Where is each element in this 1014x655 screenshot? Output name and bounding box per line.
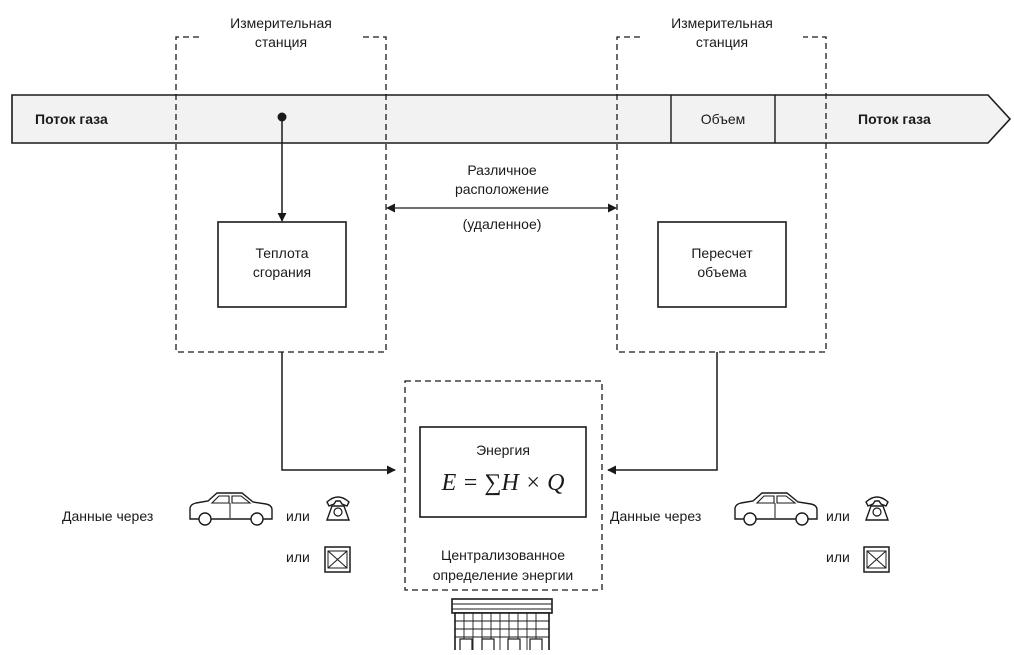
data-via-label-left: Данные через xyxy=(62,508,153,524)
data-via-label-right: Данные через xyxy=(610,508,701,524)
or-label-right-2: или xyxy=(826,549,850,565)
central-caption-line1: Централизованное xyxy=(441,547,565,563)
energy-title: Энергия xyxy=(476,442,530,458)
mail-icon xyxy=(863,546,890,573)
building-icon xyxy=(451,598,553,652)
measuring-station-right: Измерительная станция Пересчет объема xyxy=(616,15,827,353)
or-label-right-1: или xyxy=(826,508,850,524)
central-caption-line2: определение энергии xyxy=(433,567,574,583)
car-icon xyxy=(734,492,818,526)
telephone-icon xyxy=(865,496,889,521)
measuring-station-left: Измерительная станция Теплота сгорания xyxy=(175,15,387,353)
distance-line3: (удаленное) xyxy=(463,216,542,232)
distance-annotation: Различное расположение (удаленное) xyxy=(386,162,617,232)
energy-formula: E = ∑H × Q xyxy=(441,470,565,496)
or-label-left-1: или xyxy=(286,508,310,524)
station-left-title-line2: станция xyxy=(255,34,307,50)
distance-line2: расположение xyxy=(455,181,549,197)
heat-box-line1: Теплота xyxy=(256,245,309,261)
volume-to-energy-arrow xyxy=(607,352,718,475)
volume-box-line2: объема xyxy=(697,264,747,280)
telephone-icon xyxy=(326,496,350,521)
data-transfer-right: Данные через или или xyxy=(610,492,890,573)
car-icon xyxy=(189,492,273,526)
gas-flow-label-right: Поток газа xyxy=(858,111,931,127)
volume-box-line1: Пересчет xyxy=(691,245,753,261)
sample-point xyxy=(277,112,287,122)
mail-icon xyxy=(324,546,351,573)
data-transfer-left: Данные через или или xyxy=(62,492,351,573)
station-left-title-line1: Измерительная xyxy=(230,15,332,31)
or-label-left-2: или xyxy=(286,549,310,565)
energy-box xyxy=(419,426,587,518)
station-right-title-line2: станция xyxy=(696,34,748,50)
distance-line1: Различное xyxy=(467,162,537,178)
gas-flow-label-left: Поток газа xyxy=(35,111,108,127)
volume-conversion-box xyxy=(657,221,787,308)
gas-pipe: Поток газа Поток газа Объем xyxy=(11,94,1012,144)
station-right-title-line1: Измерительная xyxy=(671,15,773,31)
volume-label: Объем xyxy=(701,111,746,127)
central-energy-frame xyxy=(404,380,603,591)
heat-box-line2: сгорания xyxy=(253,264,311,280)
heat-to-energy-arrow xyxy=(281,352,396,475)
heat-of-combustion-box xyxy=(217,221,347,308)
central-energy: Энергия E = ∑H × Q Централизованное опре… xyxy=(404,380,603,591)
